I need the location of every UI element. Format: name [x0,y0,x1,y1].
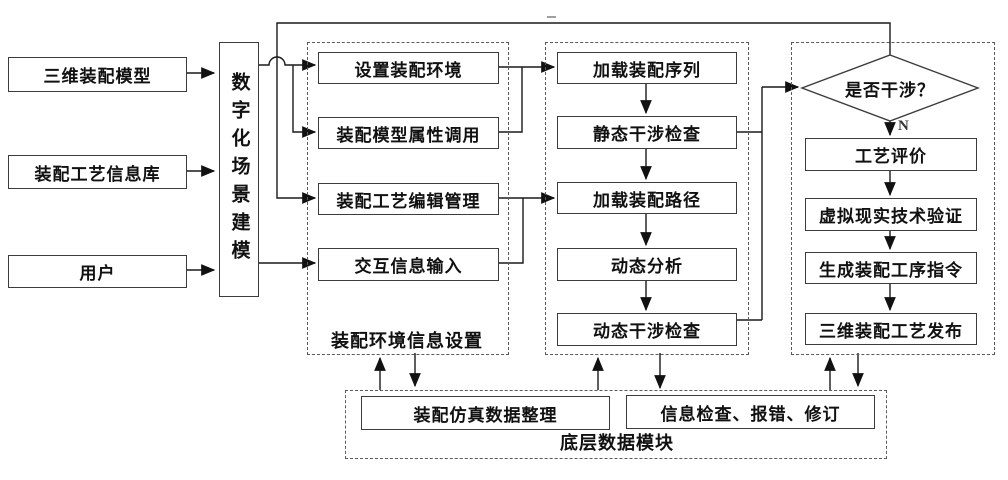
digital-scene-modeling-box: 数字化场景建模 [219,42,259,297]
step-dynamic-interference-check: 动态干涉检查 [557,313,737,346]
env-module-title: 装配环境信息设置 [331,330,483,351]
edge-feedback-to-processedit [276,22,891,204]
step-process-evaluation: 工艺评价 [805,138,977,171]
step-load-assembly-path: 加载装配路径 [557,182,737,214]
output-module [791,42,995,355]
step-model-attribute-call: 装配模型属性调用 [318,117,499,149]
step-dynamic-analysis: 动态分析 [557,248,737,281]
step-3d-process-release: 三维装配工艺发布 [805,313,977,345]
input-3d-assembly-model: 三维装配模型 [8,57,187,92]
step-interactive-info-input: 交互信息输入 [318,248,499,281]
step-info-check-error-revise: 信息检查、报错、修订 [626,395,875,429]
base-data-module [345,390,887,459]
step-generate-work-instructions: 生成装配工序指令 [805,252,977,284]
decision-diamond-shape [800,54,980,122]
step-process-edit-management: 装配工艺编辑管理 [318,183,499,215]
step-vr-verification: 虚拟现实技术验证 [805,198,977,231]
decision-interference-label: 是否干涉？ [845,80,935,100]
step-set-assembly-environment: 设置装配环境 [318,52,499,84]
step-static-interference-check: 静态干涉检查 [557,116,737,149]
edge-interactive-merge [497,198,524,264]
decision-no-branch-label: N [898,118,909,134]
input-process-info-library: 装配工艺信息库 [8,155,187,189]
input-user: 用户 [8,255,187,288]
edge-attrcall-merge [497,67,523,133]
step-load-assembly-sequence: 加载装配序列 [557,52,737,84]
base-data-module-title: 底层数据模块 [560,433,674,453]
step-simulation-data-organize: 装配仿真数据整理 [361,396,610,430]
